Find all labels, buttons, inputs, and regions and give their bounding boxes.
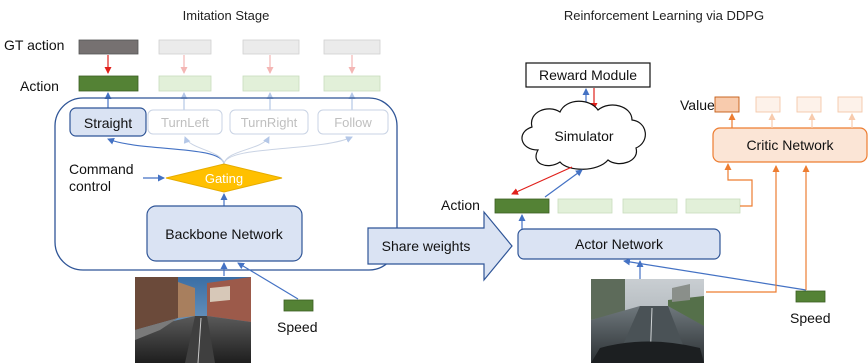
share-weights-label: Share weights — [382, 238, 471, 254]
simulator-label: Simulator — [554, 128, 613, 144]
speed-to-backbone-arrow — [237, 262, 299, 300]
gating-curve-straight — [107, 138, 225, 165]
backbone-network-label: Backbone Network — [165, 226, 284, 242]
gating-curve-turnleft — [183, 136, 225, 165]
value-box-faded — [837, 96, 863, 113]
speed-label-left: Speed — [277, 319, 317, 335]
branch-straight — [69, 107, 147, 137]
reward-module-label: Reward Module — [539, 67, 637, 83]
action-box — [78, 75, 139, 92]
actor-network-label: Actor Network — [575, 236, 664, 252]
action-label-left: Action — [20, 78, 59, 94]
action-box-faded — [242, 75, 300, 92]
branch-turnright-label: TurnRight — [241, 115, 298, 130]
branch-follow-label: Follow — [334, 115, 372, 130]
branch-turnleft — [147, 109, 223, 135]
branch-turnleft-label: TurnLeft — [161, 115, 209, 130]
gt-action-box — [78, 39, 139, 55]
imitation-title: Imitation Stage — [183, 8, 270, 23]
speed-box-left — [283, 299, 314, 312]
cloud-icon — [521, 100, 646, 170]
imitation-network-container — [54, 97, 398, 271]
critic-network-box — [712, 127, 868, 163]
branch-straight-label: Straight — [84, 115, 132, 131]
gating-label: Gating — [205, 171, 243, 186]
action-box-faded — [158, 75, 212, 92]
action-to-sim-arrow — [544, 169, 583, 198]
road-camera-image-rainy — [591, 279, 704, 363]
rl-action-box-faded — [557, 198, 613, 214]
command-label-line1: Command — [69, 161, 134, 177]
actor-network-box — [517, 228, 721, 260]
reward-module-box — [525, 62, 651, 88]
image-to-critic-connector — [706, 165, 780, 293]
branch-turnright — [229, 109, 309, 135]
gating-curve-follow — [223, 136, 353, 165]
sim-to-action-arrow — [511, 166, 573, 195]
action-label-right: Action — [441, 197, 480, 213]
value-box-faded — [755, 96, 781, 113]
gt-action-label: GT action — [4, 37, 64, 53]
gt-action-box-faded — [158, 39, 212, 55]
gt-action-box-faded — [242, 39, 300, 55]
speed-box-right — [795, 290, 826, 303]
backbone-network-box — [146, 205, 303, 262]
gt-action-box-faded — [323, 39, 381, 55]
rl-action-box-faded — [685, 198, 741, 214]
action-box-faded — [323, 75, 381, 92]
critic-network-label: Critic Network — [746, 137, 834, 153]
rl-title: Reinforcement Learning via DDPG — [564, 8, 764, 23]
speed-label-right: Speed — [790, 310, 830, 326]
value-box-faded — [796, 96, 822, 113]
rl-action-box — [494, 198, 550, 214]
action-to-critic-connector — [724, 163, 753, 207]
road-camera-image — [135, 277, 251, 363]
value-label: Value — [680, 97, 715, 113]
value-box — [714, 96, 740, 113]
command-label-line2: control — [69, 178, 111, 194]
branch-follow — [317, 109, 389, 135]
rl-action-box-faded — [622, 198, 678, 214]
gating-diamond — [165, 163, 283, 193]
share-weights-arrow — [367, 210, 513, 282]
